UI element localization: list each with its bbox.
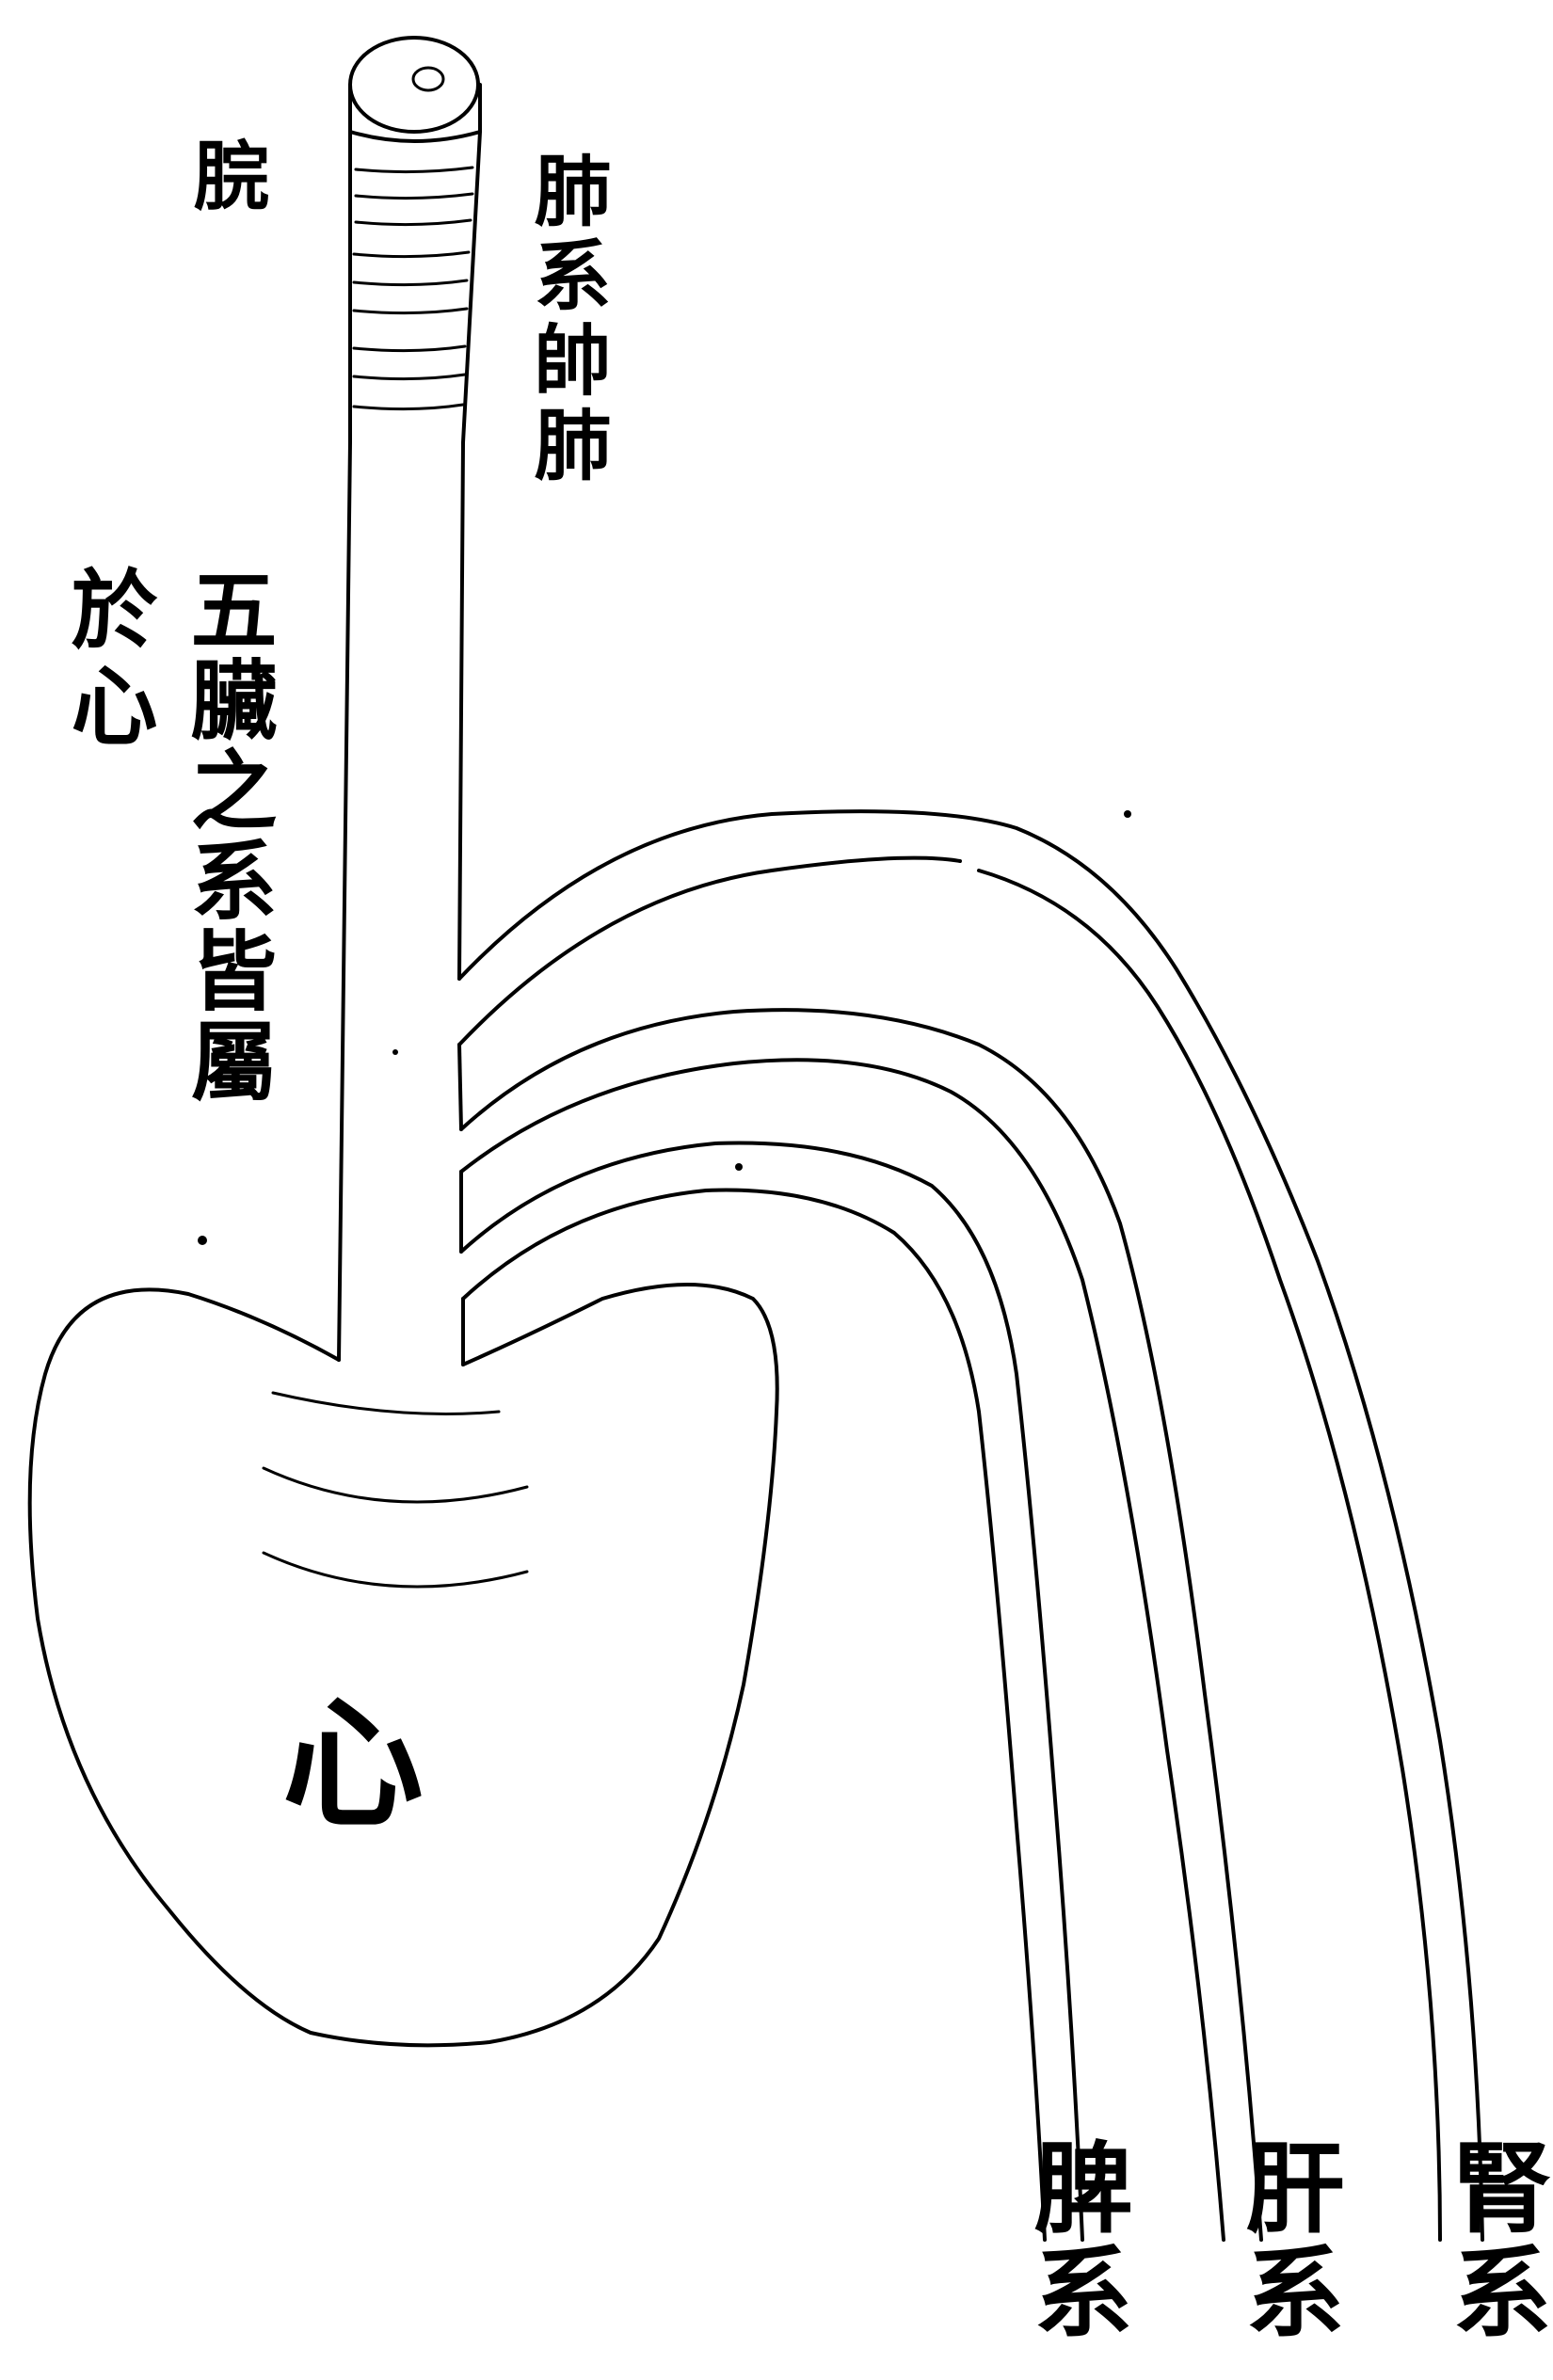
label-kidney: 腎系 <box>1436 2136 1553 2345</box>
heart-shape <box>27 1283 779 2048</box>
spleen-vessel <box>459 1141 1084 2242</box>
label-spleen: 脾系 <box>1017 2136 1134 2345</box>
label-liver: 肝系 <box>1229 2136 1346 2345</box>
label-trachea: 脘 <box>182 136 270 212</box>
kidney-vessel <box>457 809 1484 2242</box>
label-lung-connection: 肺系帥肺 <box>520 151 611 489</box>
trachea-rings <box>352 166 474 411</box>
main-vessel <box>337 130 482 1366</box>
print-specks <box>198 810 1131 1245</box>
liver-vessel <box>459 1008 1263 2242</box>
label-heart: 心 <box>282 1682 424 1847</box>
trachea-top <box>348 36 482 143</box>
label-five-organs-col2: 於心 <box>56 565 158 757</box>
label-five-organs-col1: 五臟之系皆屬 <box>176 565 278 1107</box>
